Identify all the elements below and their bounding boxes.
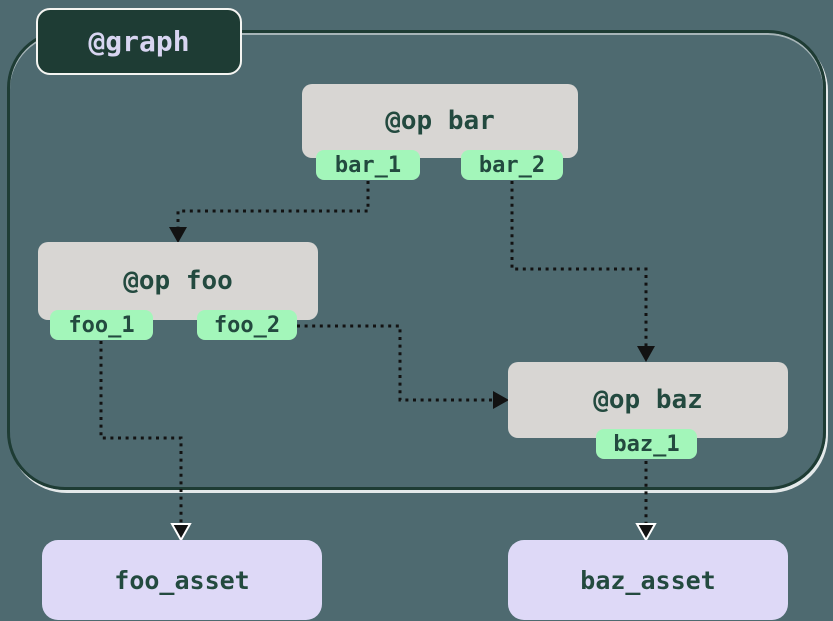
output-tab-bar-1-label: bar_1: [334, 152, 402, 178]
op-node-bar: @op bar: [302, 84, 578, 158]
graph-badge-label: @graph: [88, 25, 190, 58]
arrowhead-baz1-to-baz-asset: [635, 523, 657, 543]
output-tab-foo-2-label: foo_2: [213, 312, 281, 338]
graph-badge: @graph: [36, 8, 242, 75]
op-node-baz: @op baz: [508, 362, 788, 438]
output-tab-bar-2-label: bar_2: [478, 152, 546, 178]
asset-baz-label: baz_asset: [580, 565, 716, 595]
output-tab-baz-1: baz_1: [596, 429, 697, 459]
op-baz-label: @op baz: [593, 385, 703, 415]
output-tab-bar-1: bar_1: [316, 150, 420, 180]
op-foo-label: @op foo: [123, 266, 233, 296]
output-tab-foo-2: foo_2: [197, 310, 297, 340]
output-tab-bar-2: bar_2: [461, 150, 563, 180]
output-tab-foo-1: foo_1: [50, 310, 153, 340]
output-tab-baz-1-label: baz_1: [613, 431, 680, 457]
asset-foo-label: foo_asset: [114, 565, 250, 595]
output-tab-foo-1-label: foo_1: [68, 312, 135, 338]
asset-node-foo-asset: foo_asset: [42, 540, 322, 620]
arrowhead-foo1-to-foo-asset: [170, 523, 192, 543]
graph-boundary: [7, 30, 826, 490]
op-bar-label: @op bar: [385, 106, 495, 136]
op-node-foo: @op foo: [38, 242, 318, 320]
asset-node-baz-asset: baz_asset: [508, 540, 788, 620]
